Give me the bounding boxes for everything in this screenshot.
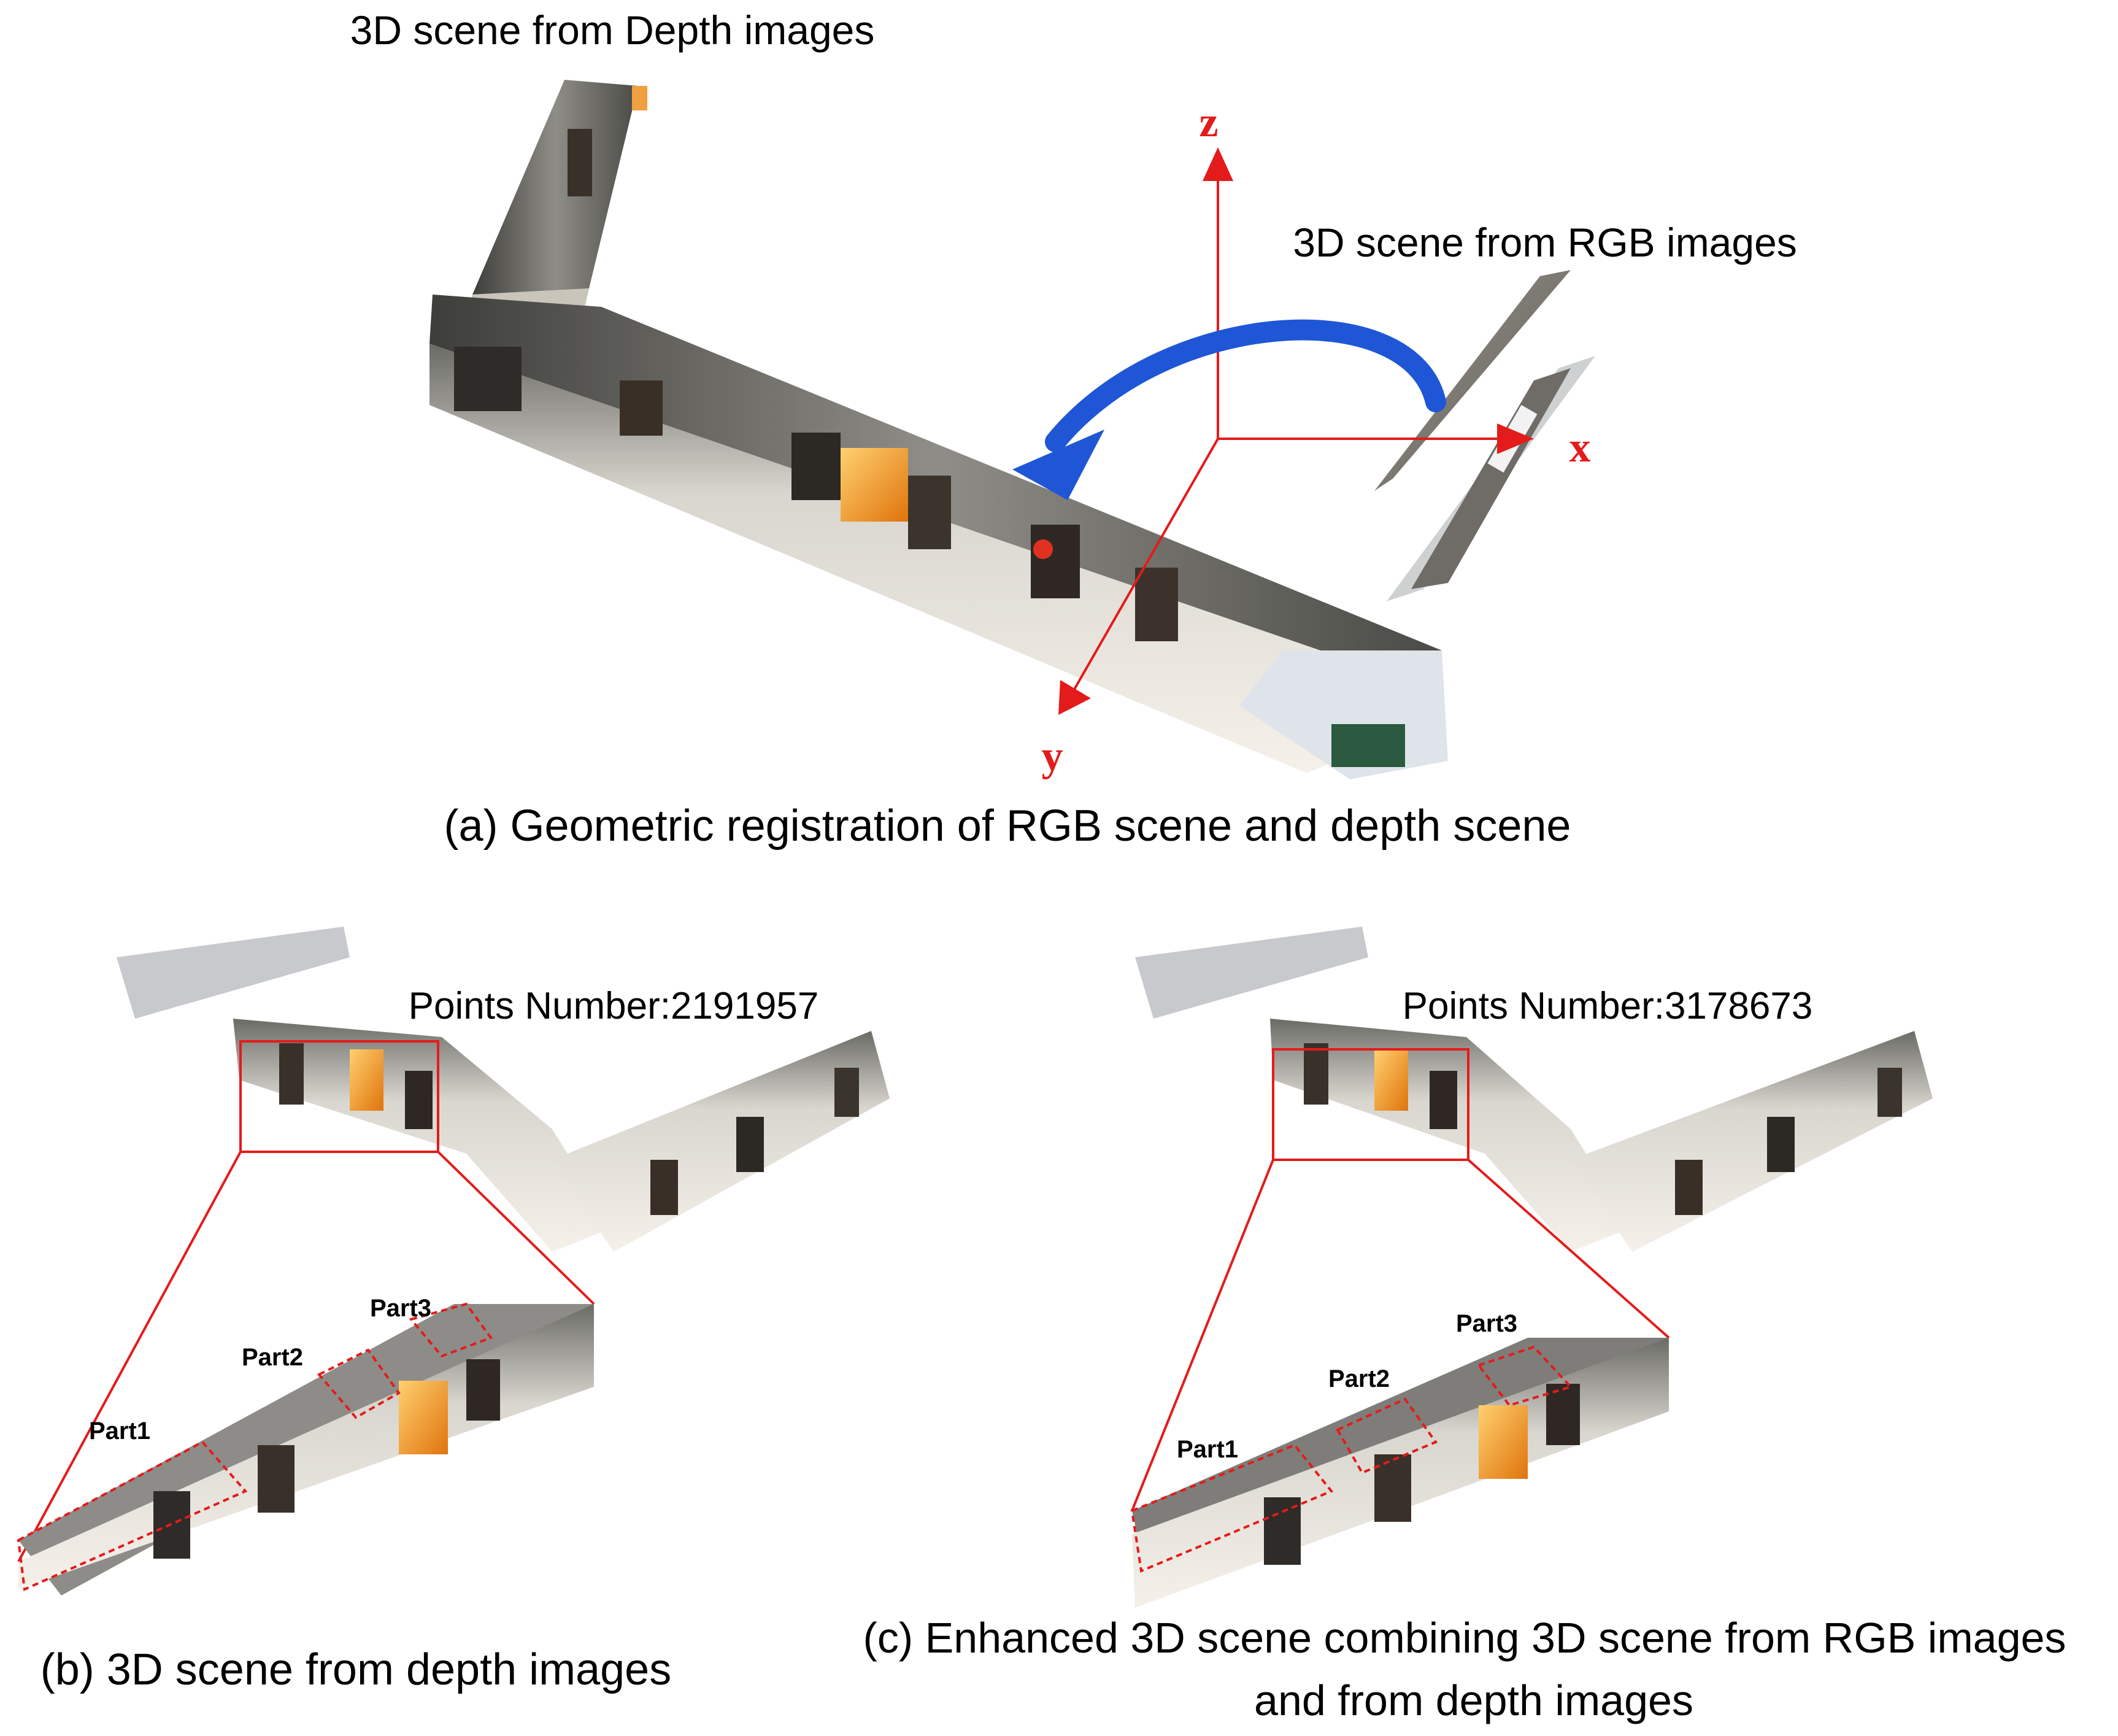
- y-axis-label: y: [1042, 733, 1063, 780]
- zoomed-door: [1546, 1384, 1580, 1445]
- zoomed-door: [466, 1359, 500, 1421]
- overview-door: [736, 1117, 764, 1172]
- panel-c-zoomed-corridor: [1132, 1338, 1669, 1608]
- panel-b-caption: (b) 3D scene from depth images: [40, 1645, 671, 1694]
- depth-door: [454, 347, 522, 411]
- depth-door: [1135, 568, 1178, 641]
- y-axis-line: [1072, 438, 1219, 691]
- overview-door: [1675, 1160, 1703, 1215]
- panel-c-caption-line1: (c) Enhanced 3D scene combining 3D scene…: [863, 1614, 2066, 1662]
- part1-outline: [1130, 1443, 1334, 1573]
- rotation-arrowhead: [1012, 430, 1104, 500]
- panel-b-part2-label: Part2: [242, 1344, 303, 1371]
- panel-b-points-number: Points Number:2191957: [409, 985, 819, 1027]
- rgb-scene-pointcloud: [1374, 270, 1595, 601]
- rotation-arrow-arc: [1045, 319, 1446, 452]
- zoomed-door: [258, 1445, 295, 1513]
- rgb-scene-title: 3D scene from RGB images: [1293, 220, 1797, 265]
- overview-door: [1877, 1068, 1902, 1117]
- panel-b-part3-label: Part3: [370, 1295, 431, 1322]
- z-axis-arrowhead: [1203, 147, 1233, 181]
- panel-b-part1-label: Part1: [89, 1418, 150, 1445]
- panel-c-part2-label: Part2: [1328, 1365, 1390, 1392]
- overview-corridor-left: [117, 927, 350, 1019]
- panel-c-part3-label: Part3: [1456, 1310, 1517, 1337]
- overview-corridor-left: [1135, 927, 1368, 1019]
- overview-door: [405, 1071, 433, 1129]
- panel-c-zoom-line-right: [1467, 1159, 1670, 1339]
- panel-c-highlight-box: [1272, 1048, 1469, 1161]
- overview-door: [1767, 1117, 1795, 1172]
- overview-door: [834, 1068, 859, 1117]
- overview-corridor-right: [552, 1031, 890, 1252]
- x-axis-arrowhead: [1497, 423, 1534, 454]
- rgb-ceiling: [1374, 270, 1571, 491]
- part2-outline: [317, 1348, 401, 1419]
- depth-scene-title: 3D scene from Depth images: [350, 7, 875, 53]
- depth-wing-marker: [632, 86, 647, 110]
- panel-b-highlight-box: [239, 1040, 439, 1153]
- panel-c-part-outlines: [1130, 1345, 1573, 1573]
- panel-c-zoom-line-left: [1131, 1159, 1274, 1511]
- y-axis-arrowhead: [1058, 680, 1091, 715]
- panel-c-points-number: Points Number:3178673: [1403, 985, 1813, 1027]
- panel-c-part1-label: Part1: [1177, 1436, 1238, 1463]
- zoomed-door: [1264, 1497, 1301, 1565]
- panel-b-overview-pointcloud: [117, 927, 890, 1252]
- panel-a-caption: (a) Geometric registration of RGB scene …: [444, 801, 1571, 851]
- depth-door: [620, 380, 663, 436]
- coordinate-axes: [1058, 147, 1534, 715]
- depth-corner-detail: [1331, 724, 1405, 767]
- overview-orange-door: [350, 1049, 383, 1111]
- depth-corridor-wall: [429, 344, 1356, 773]
- panel-c: Points Number:3178673 Part1 Part2 Part3 …: [863, 927, 2066, 1724]
- depth-door: [1031, 525, 1080, 598]
- overview-door: [1304, 1043, 1328, 1105]
- depth-door: [791, 433, 841, 500]
- overview-corridor-main: [1270, 1019, 1632, 1252]
- part2-outline: [1336, 1397, 1438, 1475]
- zoomed-wall: [18, 1304, 594, 1589]
- x-axis-label: x: [1569, 424, 1591, 471]
- zoomed-orange-door: [399, 1381, 448, 1454]
- depth-orange-door: [841, 448, 908, 522]
- panel-b: Points Number:2191957 Part1 Part2 Part3 …: [17, 927, 890, 1694]
- rotation-arrow: [1012, 319, 1446, 500]
- overview-door: [650, 1160, 678, 1215]
- part3-outline: [1476, 1345, 1573, 1407]
- z-axis-label: z: [1199, 99, 1218, 146]
- panel-b-zoomed-corridor: [18, 1304, 594, 1595]
- panel-b-zoom-line-right: [437, 1151, 595, 1305]
- part1-outline: [17, 1440, 248, 1591]
- overview-door: [1430, 1071, 1457, 1129]
- depth-red-spot: [1033, 539, 1053, 559]
- panel-b-part-outlines: [17, 1302, 493, 1591]
- panel-c-overview-pointcloud: [1135, 927, 1933, 1252]
- depth-wing-door: [568, 129, 592, 196]
- panel-c-caption-line2: and from depth images: [1254, 1676, 1693, 1724]
- overview-corridor-right: [1571, 1031, 1933, 1252]
- depth-wing-ceiling: [472, 80, 638, 295]
- panel-b-zoom-line-left: [17, 1151, 242, 1562]
- panel-a: 3D scene from Depth images: [350, 7, 1797, 851]
- overview-door: [279, 1043, 304, 1105]
- zoomed-orange-door: [1479, 1405, 1528, 1479]
- depth-scene-pointcloud: [429, 80, 1448, 779]
- zoomed-door: [1374, 1454, 1411, 1522]
- depth-door: [908, 476, 951, 549]
- overview-orange-door: [1374, 1049, 1408, 1111]
- overview-corridor-main: [233, 1019, 614, 1252]
- part3-outline: [409, 1302, 493, 1358]
